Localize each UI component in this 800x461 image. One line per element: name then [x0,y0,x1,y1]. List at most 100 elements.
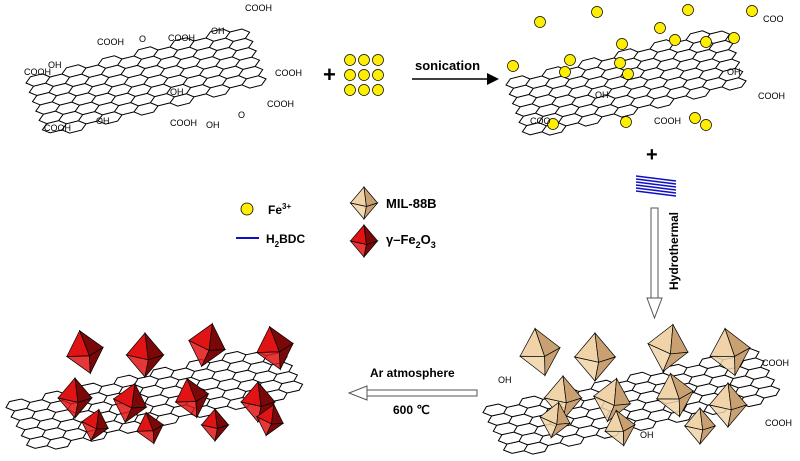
hydrothermal-arrow: Hydrothermal [646,207,681,320]
fe2o3-graphene-composite [5,322,304,450]
cooh-label: COOH [44,123,71,133]
oh-label: OH [211,26,225,36]
fe-ion-dot [700,36,712,48]
linker-line [635,175,677,182]
calcination-arrow: Ar atmosphere 600 ℃ [347,366,478,417]
octahedron-crystal [188,322,227,368]
fe-ion-dot [564,54,576,66]
fe-ion-dot [372,69,384,81]
cooh-label: COOH [97,37,124,47]
fe2o3-legend-label: γ–Fe2O3 [386,232,436,250]
hydrothermal-label: Hydrothermal [667,212,681,290]
cooh-label: COOH [765,418,792,428]
fe-ion-dot [358,54,370,66]
fe-ion-dot [654,22,666,34]
h2bdc-linker-bundle [635,175,677,197]
cooh-label: COOH [275,68,302,78]
cooh-label: COOH [170,118,197,128]
fe-ion-dot [620,116,632,128]
octahedron-crystal [683,406,717,446]
fe-ion-dot [507,60,519,72]
octahedron-crystal [539,401,572,439]
oh-label: OH [206,120,220,130]
octahedron-crystal [519,327,561,377]
ar-atmosphere-label: Ar atmosphere [370,366,455,380]
oh-label: OH [170,87,184,97]
fe-ion-dot [682,4,694,16]
fe-ion-dot [559,66,571,78]
fe-ion-grid [344,54,384,96]
plus-sign: + [323,62,336,87]
octahedron-crystal [81,408,110,442]
legend: Fe3+ H2BDC MIL-88B γ–Fe2O3 [236,185,437,259]
octahedron-crystal [655,372,695,418]
fe-ion-dot [591,6,603,18]
sonication-label: sonication [415,58,480,73]
hexagon-lattice [505,30,747,136]
h2bdc-legend-label: H2BDC [266,232,305,249]
coo-label: COO [763,14,784,24]
fe-ion-dot [616,38,628,50]
fe-ion-dot [669,34,681,46]
fe-ion-dot [728,32,740,44]
octahedron-crystal [573,331,617,383]
octahedron-crystal [592,377,632,423]
linker-line [635,181,677,188]
octahedron-crystal [112,382,148,424]
mil-88b-legend-label: MIL-88B [386,196,437,211]
cooh-label: COOH [762,358,789,368]
octahedron-crystal [255,325,294,371]
fe-ion-dot [358,84,370,96]
oh-label: OH [727,67,741,77]
octahedron-crystal [349,185,379,221]
octahedron-crystal [349,223,379,259]
linker-line [635,184,677,191]
linker-line [635,187,677,194]
octahedron-crystal [200,407,230,443]
fe-ion-dot [700,119,712,131]
fe-legend-label: Fe3+ [268,202,291,217]
mil-88b-graphene-oxide-composite: COOH COOH OH OH [482,323,792,455]
octahedron-crystal [65,329,104,375]
oh-label: OH [96,116,110,126]
fe-ion-dot [689,112,701,124]
plus-sign: + [646,144,658,166]
linker-line [635,190,677,197]
cooh-label: COOH [267,99,294,109]
fe-ion-dot [547,118,559,130]
fe-ion-dot [622,68,634,80]
cooh-label: COOH [654,116,681,126]
graphene-oxide-sheet: COOH COOH COOH COOH COOH COOH COOH COOH … [24,3,302,134]
hexagon-lattice [25,28,267,134]
octahedron-crystal [603,409,636,447]
fe-ion-dot [534,16,546,28]
fe-ion-dot [344,54,356,66]
fe-ion-dot [746,5,758,17]
epoxide-o-label: O [238,110,245,120]
cooh-label: COOH [245,3,272,13]
coo-label: COO [530,116,551,126]
oh-label: OH [48,60,62,70]
octahedron-crystal [256,403,285,437]
mil-88b-legend-icon [349,185,379,221]
fe-decorated-graphene-oxide: COO COOH COOH COO OH OH [505,4,785,136]
epoxide-o-label: O [139,34,146,44]
cooh-label: COOH [758,91,785,101]
octahedron-crystal [647,323,690,373]
octahedron-crystal [709,327,751,377]
fe-ion-dot [358,69,370,81]
fe-ion-dot [344,84,356,96]
octahedron-crystal [135,411,165,445]
octahedron-crystal [125,331,165,379]
fe-ion-dot [614,57,626,69]
fe2o3-legend-icon [349,223,379,259]
temperature-label: 600 ℃ [393,403,430,417]
octahedron-crystal [708,381,748,429]
fe-ion-dot [372,54,384,66]
cooh-label: COOH [168,33,195,43]
fe-ion-legend-icon [240,202,254,216]
fe-ion-dot [344,69,356,81]
sonication-arrow: sonication [412,58,499,85]
fe-ion-dot [372,84,384,96]
